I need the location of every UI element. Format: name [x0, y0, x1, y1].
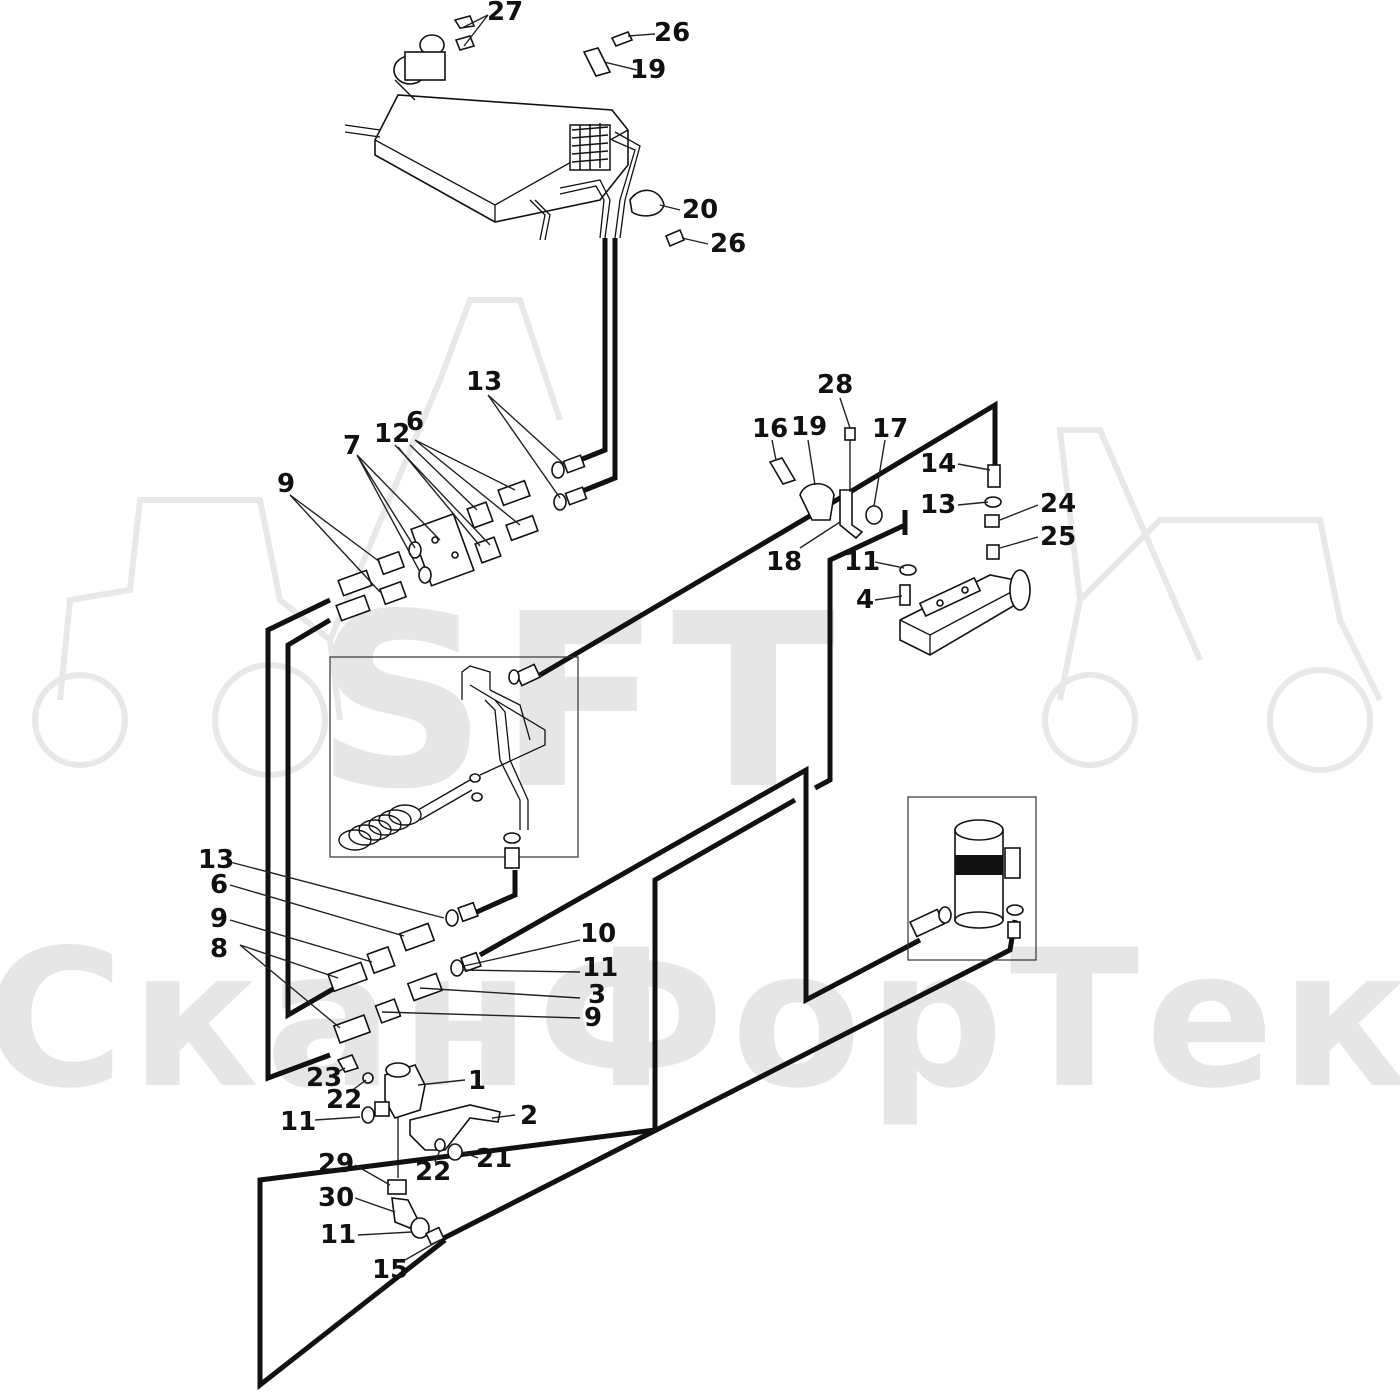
- bracket-assembly: [768, 427, 883, 540]
- callout-3: 3: [588, 980, 606, 1010]
- watermark-tractor-right-icon: [1042, 427, 1383, 773]
- callout-6-lower: 6: [210, 870, 228, 900]
- callout-22-left: 22: [326, 1085, 362, 1115]
- leader-lines: [229, 14, 1039, 1261]
- callout-7: 7: [343, 431, 361, 461]
- callout-8: 8: [210, 934, 228, 964]
- callout-11-bottom: 11: [320, 1220, 356, 1250]
- callout-30: 30: [318, 1183, 354, 1213]
- callout-21: 21: [476, 1144, 512, 1174]
- callout-28: 28: [817, 370, 853, 400]
- callout-16: 16: [752, 414, 788, 444]
- callout-17: 17: [872, 414, 908, 444]
- callout-13-right: 13: [920, 490, 956, 520]
- callout-15: 15: [372, 1255, 408, 1285]
- callout-11-right: 11: [844, 547, 880, 577]
- callout-6-upper: 6: [406, 407, 424, 437]
- callout-23: 23: [306, 1063, 342, 1093]
- fittings-lower: [326, 901, 482, 1044]
- callout-22-right: 22: [415, 1157, 451, 1187]
- callout-27: 27: [487, 0, 523, 27]
- heater-grille: [569, 123, 611, 171]
- callout-26-top: 26: [654, 18, 690, 48]
- callout-2: 2: [520, 1101, 538, 1131]
- callout-9-upper: 9: [277, 469, 295, 499]
- callout-18: 18: [766, 547, 802, 577]
- callout-12: 12: [374, 419, 410, 449]
- coil: [338, 804, 422, 851]
- callout-19-top: 19: [630, 55, 666, 85]
- heater-unit: [344, 34, 641, 241]
- callout-25: 25: [1040, 522, 1076, 552]
- filter-assembly: [899, 464, 1031, 656]
- heater-motor: [393, 34, 446, 101]
- callout-10: 10: [580, 919, 616, 949]
- callout-9-lower-a: 9: [210, 904, 228, 934]
- accumulator-box: [907, 796, 1037, 961]
- callout-9-lower-b: 9: [584, 1003, 602, 1033]
- callout-4: 4: [856, 585, 874, 615]
- callout-1: 1: [468, 1066, 486, 1096]
- bolt-26-top: [582, 30, 634, 77]
- callout-29: 29: [318, 1149, 354, 1179]
- watermark-logo: SFT: [315, 562, 846, 842]
- callout-24: 24: [1040, 489, 1076, 519]
- callout-13-lower: 13: [198, 845, 234, 875]
- watermark: SFT СканФорТек: [0, 297, 1400, 1130]
- callout-19-bracket: 19: [791, 412, 827, 442]
- fittings-upper: [335, 454, 588, 622]
- valve-assembly: [336, 1054, 501, 1246]
- callout-13-upper: 13: [466, 367, 502, 397]
- callout-11-left: 11: [280, 1107, 316, 1137]
- callout-14: 14: [920, 449, 956, 479]
- callout-11-mid: 11: [582, 953, 618, 983]
- watermark-brand: СканФорТек: [0, 909, 1400, 1130]
- callout-26-mid: 26: [710, 229, 746, 259]
- clamp-20: [629, 189, 686, 248]
- callout-20: 20: [682, 195, 718, 225]
- callouts: 27 26 19 20 26 13 12 6 7 9 28 16 19 17 1…: [198, 0, 1076, 1285]
- inset-coil-box: [329, 656, 579, 869]
